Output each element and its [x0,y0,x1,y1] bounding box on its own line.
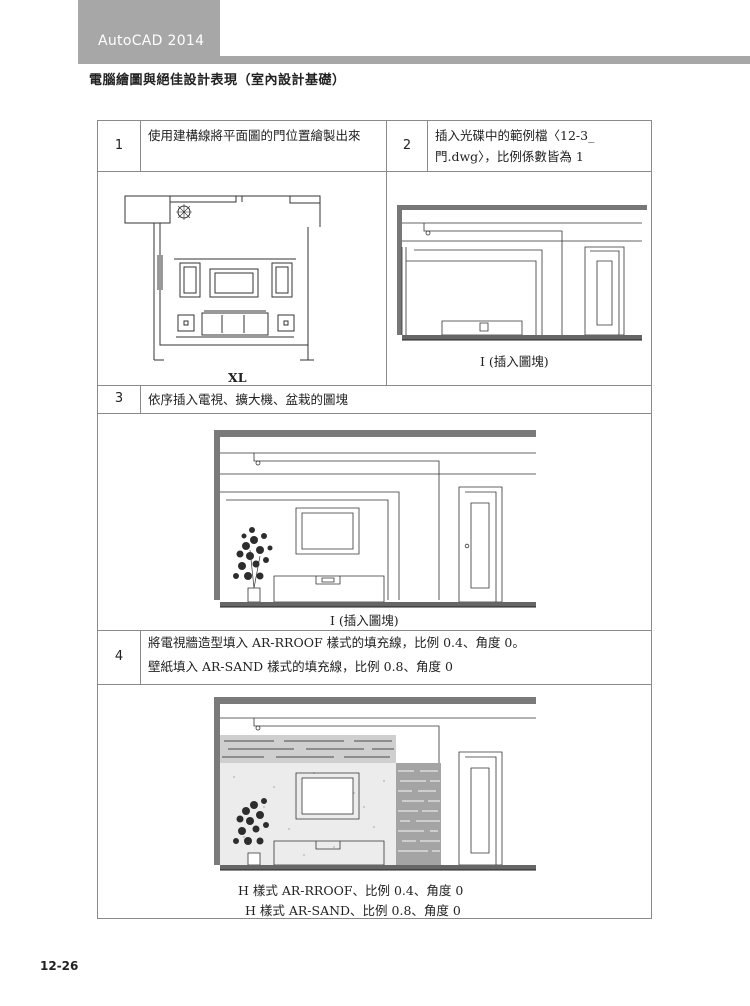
row-divider [98,171,651,172]
row-divider [98,385,651,386]
row-divider [98,413,651,414]
chapter-subtitle: 電腦繪圖與絕佳設計表現（室內設計基礎） [89,73,346,88]
step-number: 3 [114,391,124,406]
col-divider [140,630,141,684]
step-text: 將電視牆造型填入 AR-RROOF 樣式的填充線，比例 0.4、角度 0。 [148,635,525,650]
plan-caption: XL [228,370,247,385]
hatch-sand-caption: H 樣式 AR-SAND、比例 0.8、角度 0 [245,903,461,918]
header-rule [78,56,750,64]
elevation-drawing-small [397,205,647,341]
col-divider [140,121,141,171]
hatch-roof-caption: H 樣式 AR-RROOF、比例 0.4、角度 0 [238,883,464,898]
col-divider [140,385,141,413]
elevation-drawing-tv [214,430,536,608]
header-tab: AutoCAD 2014 [78,0,220,56]
floor-plan-drawing [124,195,321,361]
step-number: 2 [402,138,412,153]
row-divider [98,630,651,631]
step-number: 4 [114,649,124,664]
elevation-tv-caption: I (插入圖塊) [330,613,399,628]
col-divider [386,121,387,385]
step-number: 1 [114,138,124,153]
col-divider [427,121,428,171]
step-text: 插入光碟中的範例檔〈12-3_門.dwg〉，比例係數皆為 1 [435,128,595,164]
elevation-insert-caption: I (插入圖塊) [480,354,549,369]
elevation-drawing-hatch [214,697,536,871]
row-divider [98,684,651,685]
instruction-table: 1 使用建構線將平面圖的門位置繪製出來 2 插入光碟中的範例檔〈12-3_門.d… [97,120,652,919]
step-text: 使用建構線將平面圖的門位置繪製出來 [148,128,361,143]
book-title: AutoCAD 2014 [98,33,205,49]
page-number: 12-26 [40,959,79,973]
step-text: 壁紙填入 AR-SAND 樣式的填充線，比例 0.8、角度 0 [148,659,453,674]
step-text: 依序插入電視、擴大機、盆栽的圖塊 [148,392,349,407]
